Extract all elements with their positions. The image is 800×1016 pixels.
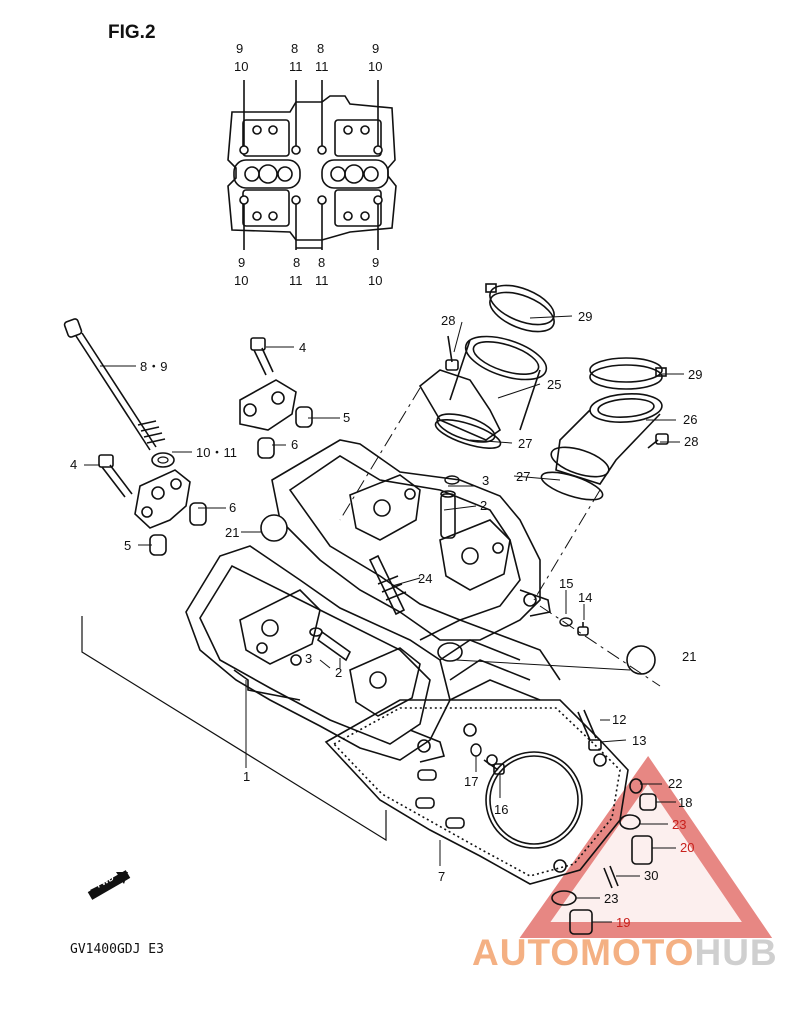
callout-24: 24 (418, 571, 433, 586)
cylinder-head-front (185, 545, 561, 763)
callout-6: 6 (229, 500, 237, 515)
callout-20: 20 (680, 840, 695, 855)
dowel-pin (257, 437, 275, 459)
washer-15 (559, 617, 573, 627)
leader-lines (84, 315, 684, 923)
callout-21: 21 (682, 649, 697, 664)
dowel-pin (295, 406, 313, 428)
order-label: 10 (368, 59, 383, 74)
bolt-28 (445, 335, 669, 449)
callout-29: 29 (578, 309, 593, 324)
tightening-order-inset (227, 80, 397, 250)
watermark-brand-part1: AUTOMOTO (472, 932, 695, 973)
order-label: 8 (318, 255, 326, 270)
order-label: 10 (234, 273, 249, 288)
callout-2: 2 (335, 665, 343, 680)
order-label: 9 (238, 255, 246, 270)
callout-23: 23 (672, 817, 687, 832)
callout-4: 4 (70, 457, 78, 472)
callout-25: 25 (547, 377, 562, 392)
callout-17: 17 (464, 774, 479, 789)
camshaft-cap (437, 642, 463, 662)
callout-23: 23 (604, 891, 619, 906)
watermark-triangle (519, 755, 773, 938)
order-label: 10 (234, 59, 249, 74)
callout-19: 19 (616, 915, 631, 930)
dowel-pin (149, 534, 167, 556)
callout-18: 18 (678, 795, 693, 810)
order-label: 8 (317, 41, 325, 56)
part-1-bracket (81, 616, 387, 842)
valve-guide (440, 490, 456, 539)
callout-13: 13 (632, 733, 647, 748)
intake-pipe-26 (550, 393, 663, 485)
callout-26: 26 (683, 412, 698, 427)
order-label: 9 (372, 41, 380, 56)
callout-7: 7 (438, 869, 446, 884)
bolt-4-left (98, 454, 191, 529)
hose-clamp-29 (485, 283, 667, 390)
order-label: 8 (293, 255, 301, 270)
order-label: 10 (368, 273, 383, 288)
callout-12: 12 (612, 712, 627, 727)
dowel-pin (189, 502, 207, 526)
order-label: 11 (315, 273, 329, 288)
washer (151, 452, 175, 468)
stud-12 (577, 709, 602, 751)
intake-pipe-25 (418, 335, 548, 443)
bolt-4-upper (239, 337, 297, 431)
callout-6: 6 (291, 437, 299, 452)
order-label: 11 (289, 273, 303, 288)
spark-plug (368, 554, 407, 616)
callout-22: 22 (668, 776, 683, 791)
order-label: 11 (315, 59, 329, 74)
fwd-arrow (87, 870, 131, 900)
washer-17 (470, 743, 482, 757)
callout-3: 3 (305, 651, 313, 666)
order-label: 8 (291, 41, 299, 56)
intake-gasket-27 (434, 419, 604, 501)
model-code: GV1400GDJ E3 (70, 942, 164, 957)
callout-4: 4 (299, 340, 307, 355)
order-label: 9 (236, 41, 244, 56)
figure-title: FIG.2 (108, 22, 156, 43)
valve-guide (309, 627, 352, 662)
callout-27: 27 (516, 469, 531, 484)
callout-21: 21 (225, 525, 240, 540)
callout-3: 3 (482, 473, 490, 488)
order-label: 11 (289, 59, 303, 74)
callout-16: 16 (494, 802, 509, 817)
bolt-16 (483, 759, 505, 775)
callout-2: 2 (480, 498, 488, 513)
callout-29: 29 (688, 367, 703, 382)
valve-stem-seal (444, 475, 460, 485)
cylinder-head-rear (271, 439, 551, 641)
order-label: 9 (372, 255, 380, 270)
callout-10-11: 10・11 (196, 445, 237, 460)
callout-5: 5 (124, 538, 132, 553)
callout-1: 1 (243, 769, 251, 784)
callout-5: 5 (343, 410, 351, 425)
callout-30: 30 (644, 868, 659, 883)
watermark-logo: AUTOMOTOHUB (472, 932, 778, 974)
bolt-14 (577, 622, 589, 636)
callout-28: 28 (441, 313, 456, 328)
cylinder-head-bolt-long (63, 318, 166, 451)
watermark-brand-part2: HUB (694, 932, 778, 973)
callout-14: 14 (578, 590, 593, 605)
callout-15: 15 (559, 576, 574, 591)
cam-end-cap (260, 514, 656, 675)
center-lines (339, 387, 661, 687)
callout-27: 27 (518, 436, 533, 451)
callout-8-9: 8・9 (140, 359, 168, 374)
callout-28: 28 (684, 434, 699, 449)
